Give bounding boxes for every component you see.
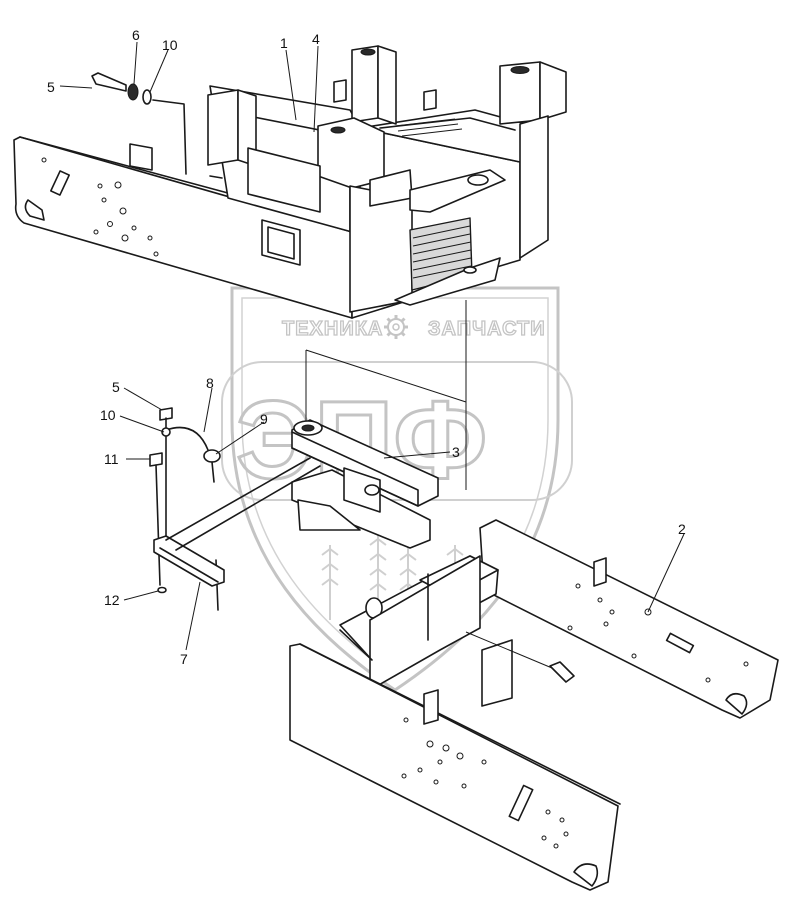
lower-front-holes bbox=[401, 717, 569, 849]
upper-bolt-path bbox=[152, 99, 187, 175]
drawbar-lower bbox=[291, 469, 431, 549]
watermark-right-word: ЗАПЧАСТИ bbox=[428, 318, 546, 340]
drawbar-assembly bbox=[291, 419, 439, 549]
drawbar-wedge bbox=[297, 499, 361, 531]
watermark-shield bbox=[230, 286, 560, 692]
pin-9-eye bbox=[203, 449, 221, 463]
callout-upper-6: 6 bbox=[132, 27, 140, 43]
upper-front-column bbox=[349, 185, 413, 313]
callout-left-11: 11 bbox=[104, 451, 119, 467]
callout-mid-3: 3 bbox=[452, 444, 460, 460]
lower-frame-assembly bbox=[289, 519, 779, 891]
lower-small-plate bbox=[481, 639, 513, 707]
callout-upper-4: 4 bbox=[312, 31, 320, 47]
upper-plate-holes bbox=[41, 157, 159, 257]
upper-plate-hook bbox=[24, 199, 45, 221]
callout-labels: 5 6 10 1 4 5 8 10 9 3 11 2 12 7 bbox=[47, 27, 686, 667]
callout-upper-10: 10 bbox=[162, 37, 178, 53]
watermark: ТЕХНИКА ЗАПЧАСТИ ЭПФ bbox=[221, 286, 573, 692]
callout-right-2: 2 bbox=[678, 521, 686, 537]
upper-front-bracket bbox=[317, 117, 385, 189]
link-plate-7 bbox=[153, 535, 225, 587]
lower-front-plate bbox=[289, 643, 619, 891]
upper-plate-slot bbox=[50, 170, 70, 196]
lower-front-tab bbox=[423, 689, 439, 725]
alignment-lines bbox=[305, 300, 467, 490]
lower-rear-slot bbox=[665, 632, 695, 654]
upper-post-left bbox=[207, 89, 239, 166]
callout-upper-1: 1 bbox=[280, 35, 288, 51]
link-hardware bbox=[149, 407, 321, 611]
lower-rear-holes bbox=[567, 583, 749, 683]
upper-post-right-lower bbox=[519, 115, 549, 259]
upper-post-mid bbox=[351, 45, 379, 123]
leader-lines bbox=[59, 41, 685, 651]
gear-icon bbox=[384, 315, 408, 339]
watermark-left-word: ТЕХНИКА bbox=[282, 318, 383, 340]
callout-left-9: 9 bbox=[260, 411, 268, 427]
lower-rear-plate bbox=[479, 519, 779, 719]
callout-upper-5: 5 bbox=[47, 79, 55, 95]
callout-left-8: 8 bbox=[206, 375, 214, 391]
callout-left-12: 12 bbox=[104, 592, 120, 608]
upper-frame-assembly bbox=[13, 45, 567, 319]
upper-plate-tab bbox=[129, 143, 153, 171]
callout-left-7: 7 bbox=[180, 651, 188, 667]
upper-bolt-set bbox=[91, 72, 152, 105]
callout-left-5: 5 bbox=[112, 379, 120, 395]
watermark-banner bbox=[221, 361, 573, 501]
lower-front-slot bbox=[508, 784, 534, 822]
callout-left-10: 10 bbox=[100, 407, 116, 423]
